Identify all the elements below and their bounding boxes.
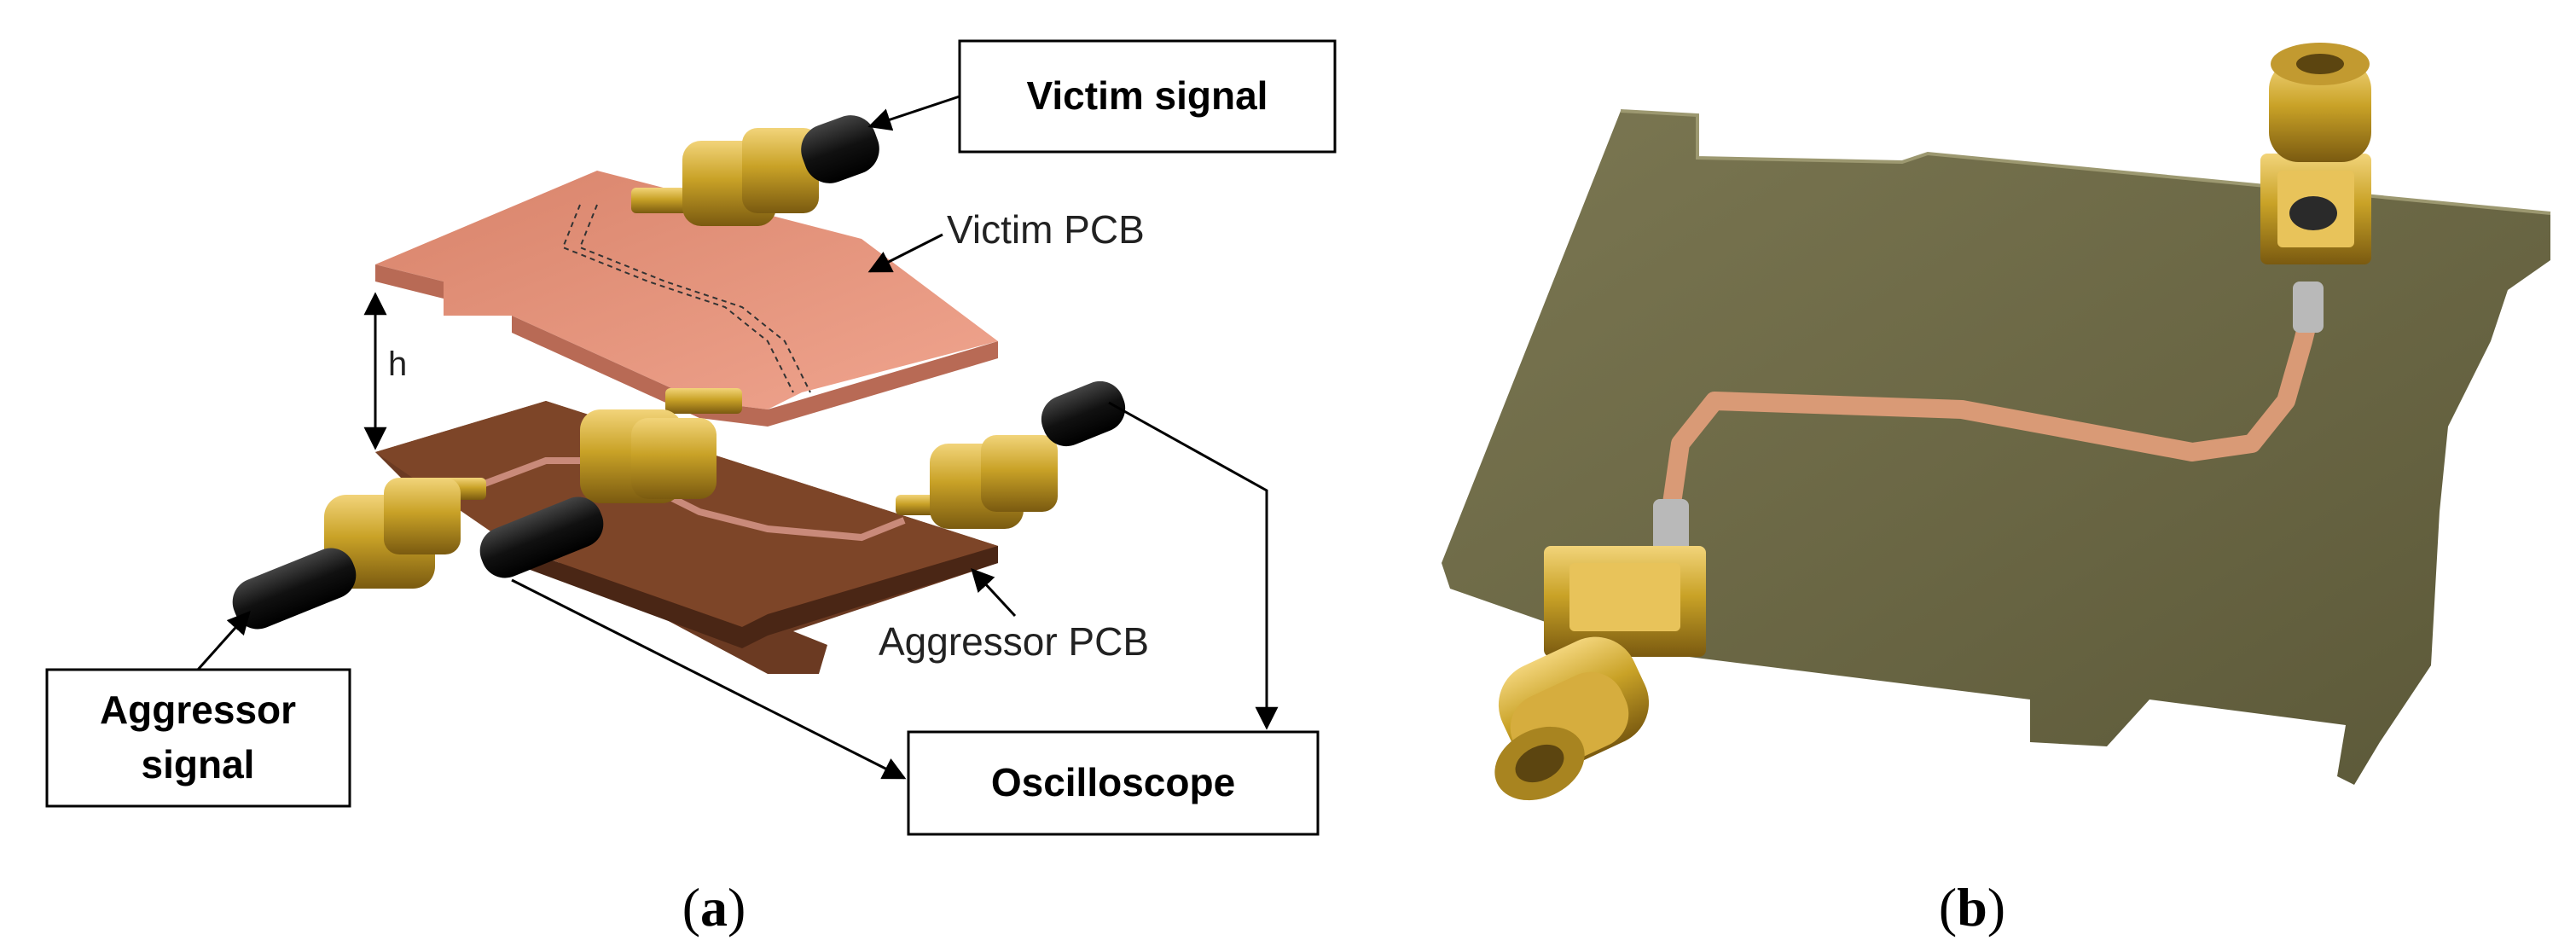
caption-b: (b) [1939,877,2005,937]
aggressor-pcb-callout: Aggressor PCB [879,568,1149,664]
victim-signal-arrow [867,95,960,131]
victim-trace-hidden-2 [578,204,811,393]
victim-top-connector [631,115,879,226]
aggressor-pcb-label: Aggressor PCB [879,619,1149,664]
oscilloscope-label: Oscilloscope [991,760,1235,804]
height-label: h [388,345,407,383]
caption-b-letter: b [1957,877,1987,937]
caption-a: (a) [682,877,746,937]
sma-connector-bottom [1494,546,1706,801]
caption-b-close: ) [1987,877,2005,937]
victim-signal-label: Victim signal [1027,73,1268,118]
caption-a-open: ( [682,877,700,937]
caption-a-close: ) [728,877,746,937]
victim-signal-box: Victim signal [867,39,1337,154]
aggressor-signal-label-line1: Aggressor [100,688,296,732]
aggressor-right-connector [896,380,1126,529]
aggressor-signal-box: Aggressor signal [45,610,351,808]
oscilloscope-arrow-from-victim [511,578,907,780]
aggressor-signal-label-line2: signal [142,742,255,787]
caption-a-letter: a [700,877,728,937]
oscilloscope-arrow-from-aggressor [1108,401,1279,730]
victim-pcb-arrow [867,233,943,273]
svg-text:(b): (b) [1939,877,2005,937]
victim-pcb-callout: Victim PCB [867,207,1145,273]
panel-a-schematic: h Victim signal Victim PCB Aggressor PCB… [45,39,1337,836]
aggressor-signal-arrow [196,610,251,671]
victim-pcb-label: Victim PCB [947,207,1145,252]
victim-trace-hidden [561,204,794,393]
victim-bottom-connector [479,388,742,578]
oscilloscope-box: Oscilloscope [511,401,1320,836]
pcb-board [1442,111,2550,785]
sma-connector-top [2260,43,2371,264]
aggressor-pcb-arrow [971,568,1017,618]
aggressor-left-connector [232,478,486,630]
copper-trace [1662,322,2317,505]
solder-joint-top [2293,282,2324,333]
height-indicator: h [363,292,407,450]
panel-b-photo [1442,43,2551,801]
aggressor-pcb [375,401,998,674]
svg-text:(a): (a) [682,877,746,937]
victim-pcb [375,171,998,427]
caption-b-open: ( [1939,877,1957,937]
aggressor-trace [476,457,906,542]
